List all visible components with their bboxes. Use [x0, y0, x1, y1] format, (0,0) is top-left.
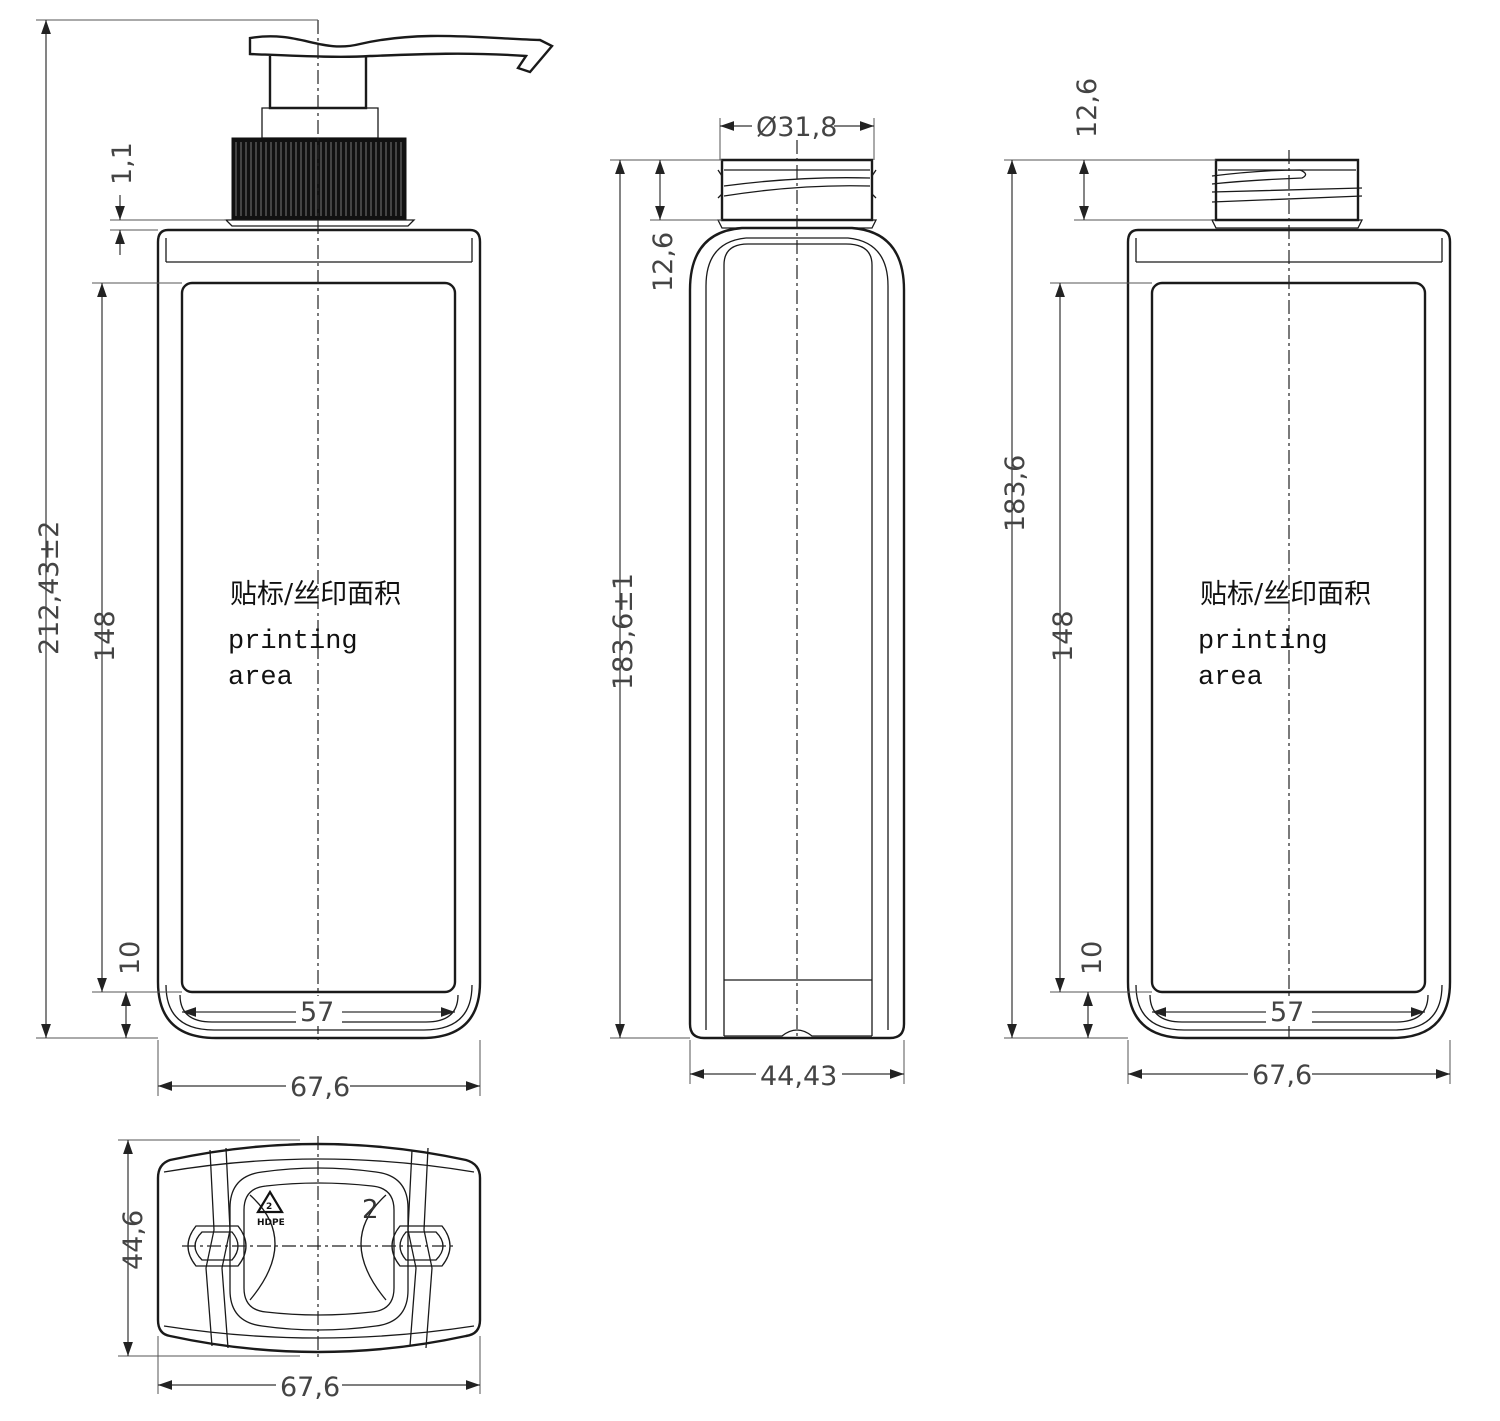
dim-printing-height: 148: [90, 610, 121, 662]
dim-print-width: 57: [300, 997, 334, 1028]
front-view: 贴标/丝印面积 printing area: [156, 20, 554, 1040]
back-print-label-en1: printing: [1198, 627, 1328, 657]
bottom-slot-right: [399, 1231, 444, 1261]
front-print-label-en1: printing: [228, 627, 358, 657]
dim-side-neck-height: 12,6: [648, 232, 679, 292]
svg-text:2: 2: [266, 1202, 272, 1212]
recycle-symbol-icon: 2 HDPE: [256, 1189, 285, 1228]
dim-total-height: 212,43±2: [34, 521, 65, 655]
front-bottle-body: [156, 228, 482, 1040]
dim-back-body-height: 183,6: [1000, 455, 1031, 532]
back-bottle-body: [1126, 228, 1452, 1040]
dim-neck-diameter: Ø31,8: [756, 112, 837, 143]
svg-text:HDPE: HDPE: [257, 1218, 285, 1228]
bottom-recess: [229, 1167, 409, 1331]
bottom-slot-left: [194, 1231, 239, 1261]
back-print-label-cn: 贴标/丝印面积: [1200, 579, 1371, 610]
back-dimensions: 12,6 183,6 148 10 57 67,6: [1000, 78, 1451, 1091]
dim-cap-gap: 1,1: [107, 142, 138, 185]
dim-bottom-width: 67,6: [280, 1372, 340, 1403]
dim-back-bottom-margin: 10: [1077, 941, 1108, 975]
dim-side-body-height: 183,6±1: [608, 573, 639, 690]
dim-bottom-margin: 10: [115, 941, 146, 975]
dim-side-depth: 44,43: [760, 1061, 837, 1092]
mold-cavity-digit: 2: [362, 1195, 379, 1225]
side-bottle-body: [688, 226, 906, 1040]
side-view: [688, 115, 906, 1040]
dim-bottom-depth: 44,6: [118, 1210, 149, 1270]
dim-back-width: 67,6: [1252, 1060, 1312, 1091]
dim-front-width: 67,6: [290, 1072, 350, 1103]
bottom-dimensions: 44,6 67,6: [118, 1139, 481, 1403]
side-dimensions: Ø31,8 12,6 183,6±1 44,43: [608, 110, 905, 1092]
dim-back-print-width: 57: [1270, 997, 1304, 1028]
back-view: 贴标/丝印面积 printing area: [1126, 150, 1452, 1040]
pump-actuator: [248, 34, 554, 74]
dim-back-neck-height: 12,6: [1072, 78, 1103, 138]
front-print-label-cn: 贴标/丝印面积: [230, 579, 401, 610]
dim-back-printing-height: 148: [1048, 610, 1079, 662]
bottom-view: 2 HDPE 2: [156, 1136, 482, 1358]
back-print-label-en2: area: [1198, 663, 1263, 693]
bottom-outline: [156, 1142, 482, 1354]
front-dimensions: 212,43±2 1,1 148 10 57 67,6: [34, 19, 481, 1103]
front-print-label-en2: area: [228, 663, 293, 693]
ribbed-cap: [231, 137, 407, 221]
